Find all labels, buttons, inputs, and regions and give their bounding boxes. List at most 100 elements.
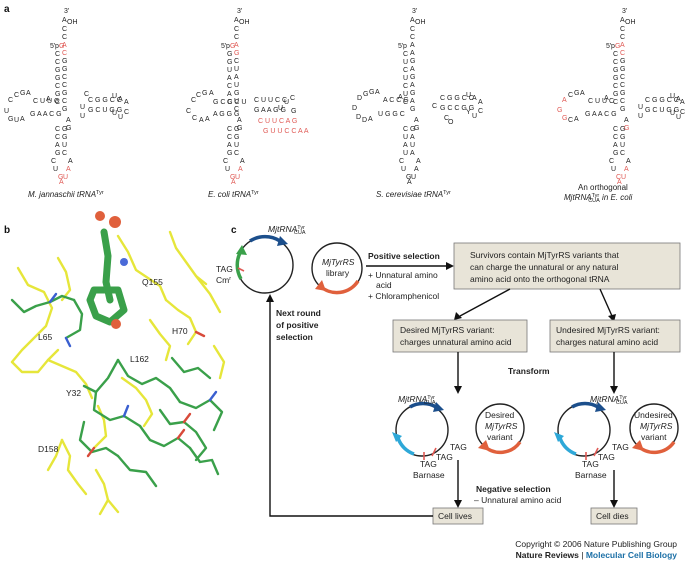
svg-text:G: G — [410, 126, 415, 133]
svg-text:G: G — [230, 43, 235, 50]
svg-text:C: C — [568, 117, 573, 124]
svg-text:G: G — [58, 174, 63, 181]
svg-text:A: A — [676, 96, 681, 103]
svg-text:C: C — [410, 34, 415, 41]
tag-label-top: TAG — [216, 264, 233, 274]
svg-text:A: A — [624, 117, 629, 124]
library-plasmid — [311, 242, 363, 295]
svg-text:C: C — [403, 51, 408, 58]
svg-text:A: A — [574, 116, 579, 123]
residue-h70: H70 — [172, 326, 188, 336]
svg-text:G A A C G: G A A C G — [30, 111, 62, 118]
svg-text:U: U — [472, 113, 477, 120]
svg-text:U: U — [403, 150, 408, 157]
cm-label: Cmr — [216, 275, 231, 285]
svg-text:G: G — [574, 90, 579, 97]
caption-ec: E. coli tRNATyr — [208, 190, 259, 199]
svg-text:A: A — [620, 42, 625, 49]
svg-text:C: C — [62, 82, 67, 89]
desired-tag-3: TAG — [420, 459, 437, 469]
desired-box — [392, 319, 528, 353]
svg-text:C: C — [234, 106, 239, 113]
svg-text:G: G — [234, 126, 239, 133]
svg-text:A: A — [20, 116, 25, 123]
svg-text:3': 3' — [237, 8, 242, 15]
undesired-box — [549, 319, 681, 353]
svg-text:A: A — [118, 96, 123, 103]
svg-text:A: A — [626, 158, 631, 165]
svg-text:G: G — [615, 43, 620, 50]
svg-text:G: G — [363, 91, 368, 98]
svg-text:A C C G: A C C G — [383, 97, 409, 104]
panel-c-label: c — [231, 225, 237, 236]
undesired-variant-plasmid — [629, 403, 679, 455]
negative-condition: – Unnatural amino acid — [474, 495, 562, 505]
svg-text:U: U — [53, 166, 58, 173]
svg-text:C: C — [55, 99, 60, 106]
svg-text:G: G — [613, 67, 618, 74]
svg-text:A: A — [66, 117, 71, 124]
svg-text:G C U G G: G C U G G — [88, 107, 122, 114]
desired-variant-3: variant — [487, 432, 513, 442]
svg-text:C: C — [290, 95, 295, 102]
next-round-1: Next round — [276, 308, 321, 318]
svg-text:C: C — [234, 34, 239, 41]
svg-text:U: U — [621, 174, 626, 181]
svg-text:G: G — [20, 90, 25, 97]
cell-dies-label: Cell dies — [596, 511, 629, 521]
svg-text:C: C — [62, 50, 67, 57]
undesired-variant-1: Undesired — [634, 410, 673, 420]
svg-text:U: U — [401, 166, 406, 173]
svg-text:OH: OH — [415, 19, 426, 26]
svg-text:G: G — [291, 108, 296, 115]
svg-text:C: C — [55, 59, 60, 66]
svg-text:G: G — [234, 50, 239, 57]
cell-lives-label: Cell lives — [438, 511, 472, 521]
desired-variant-1: Desired — [485, 410, 515, 420]
svg-text:C: C — [613, 59, 618, 66]
svg-text:G A A G G: G A A G G — [254, 107, 286, 114]
svg-text:G: G — [414, 125, 419, 132]
svg-text:U: U — [403, 75, 408, 82]
svg-text:A: A — [410, 82, 415, 89]
svg-text:C: C — [620, 50, 625, 57]
svg-text:A: A — [680, 99, 685, 106]
svg-text:C: C — [478, 108, 483, 115]
svg-text:C: C — [234, 58, 239, 65]
survivors-line-2: can charge the unnatural or any natural — [470, 262, 618, 272]
svg-text:U: U — [670, 93, 675, 100]
svg-text:C: C — [403, 126, 408, 133]
survivors-line-1: Survivors contain MjTyrRS variants that — [470, 250, 619, 260]
desired-tag-1: TAG — [450, 442, 467, 452]
svg-text:A: A — [124, 99, 129, 106]
svg-text:A: A — [410, 98, 415, 105]
svg-text:C: C — [613, 134, 618, 141]
svg-text:C: C — [403, 67, 408, 74]
svg-text:G: G — [202, 90, 207, 97]
svg-text:C: C — [62, 150, 67, 157]
svg-text:C U U C C: C U U C C — [254, 97, 287, 104]
svg-text:C G G C C: C G G C C — [88, 97, 122, 104]
svg-text:C: C — [196, 92, 201, 99]
svg-text:C: C — [191, 97, 196, 104]
svg-text:OH: OH — [625, 19, 636, 26]
svg-text:U: U — [234, 82, 239, 89]
svg-text:5': 5' — [398, 43, 403, 50]
condition-2: acid — [376, 280, 392, 290]
svg-text:p: p — [226, 43, 230, 50]
svg-text:C: C — [620, 26, 625, 33]
svg-text:A: A — [414, 117, 419, 124]
svg-text:A: A — [562, 97, 567, 104]
svg-text:U: U — [225, 166, 230, 173]
svg-text:C U U C: C U U C — [588, 98, 614, 105]
svg-text:A: A — [416, 158, 421, 165]
svg-text:G: G — [369, 89, 374, 96]
svg-text:C: C — [62, 98, 67, 105]
svg-text:G: G — [227, 150, 232, 157]
svg-text:D: D — [357, 95, 362, 102]
svg-text:D: D — [362, 117, 367, 124]
